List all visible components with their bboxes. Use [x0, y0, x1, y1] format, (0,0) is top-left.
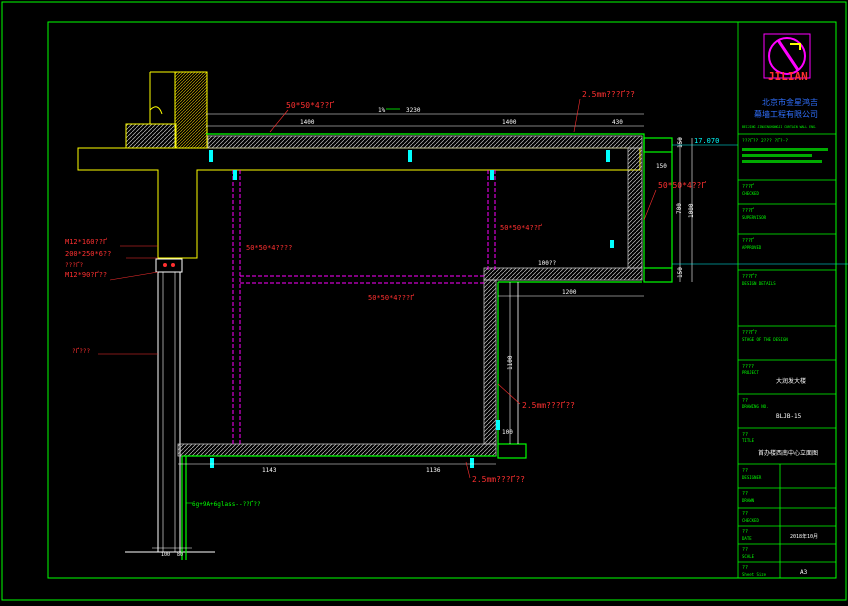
label-steel-left-vertical: 50*50*4????	[246, 244, 292, 252]
dim-vertical-100: 100	[502, 429, 513, 436]
small-sheet-label: ??	[742, 565, 748, 571]
row-project-value: 大润发大楼	[776, 377, 806, 385]
dim-right-3: 150	[677, 267, 684, 278]
row-drawing-sub: DRAWING NO.	[742, 404, 769, 409]
dim-vertical-1100: 1100	[507, 355, 514, 370]
row-title-label: ??	[742, 432, 748, 438]
dim-top-3: 430	[612, 119, 623, 126]
dim-bottom-left-1: 100	[161, 552, 170, 558]
row-checked-label: ???Ґ	[742, 183, 754, 190]
small-scale-sub: SCALE	[742, 554, 755, 559]
small-sheet-sub: Sheet Size	[742, 572, 767, 577]
dim-bottom-2: 1136	[426, 467, 441, 474]
dimension-lines	[152, 113, 693, 549]
cert-text: ???Ґ?? 2??? ?Ґ?-?	[742, 137, 788, 144]
small-designer-sub: DESIGNER	[742, 475, 762, 480]
dim-top-2: 1400	[502, 119, 517, 126]
label-slope: 1%	[378, 107, 386, 114]
logo-text: JILIAN	[768, 70, 808, 83]
bolt-annotations: M12*160??Ґ 200*250*6?? ???Ґ? M12*90?Ґ??	[65, 237, 159, 281]
small-scale-label: ??	[742, 547, 748, 553]
brackets	[209, 150, 614, 468]
dim-top-1: 1400	[300, 119, 315, 126]
dim-step-width: 1200	[562, 289, 577, 296]
label-steel-horizontal: 50*50*4???Ґ	[368, 293, 414, 302]
row-drawing-label: ??	[742, 398, 748, 404]
dim-top-total: 3230	[406, 107, 421, 114]
row-approved-label: ???Ґ	[742, 237, 754, 244]
label-step: 100??	[538, 260, 556, 267]
label-steel-center-vertical: 50*50*4??Ґ	[500, 223, 542, 232]
label-steel-top: 50*50*4??Ґ	[286, 100, 334, 110]
label-sheet-right: 2.5mm???Ґ??	[522, 400, 575, 410]
label-bolt-2: 200*250*6??	[65, 250, 111, 258]
company-en: BEIJING JINXINGHONGJI CURTAIN WALL ENG.	[742, 125, 817, 129]
label-elevation: 17.070	[694, 137, 719, 145]
dim-bottom-1: 1143	[262, 467, 277, 474]
label-glass: 6g+9A+6glass--??Ґ??	[192, 501, 261, 508]
inner-frame	[47, 21, 837, 579]
row-drawing-value: BLJB-15	[776, 413, 802, 420]
company-logo: JILIAN	[763, 33, 811, 83]
cladding-panels	[177, 135, 643, 457]
small-date-value: 2018年10月	[790, 533, 818, 540]
label-bolt-3: ???Ґ?	[65, 262, 83, 269]
dim-right-1: 150	[677, 137, 684, 148]
row-title-sub: TITLE	[742, 438, 755, 443]
row-approved-sub: APPROVED	[742, 245, 762, 250]
row-project-sub: PROJECT	[742, 370, 759, 375]
row-project-label: ????	[742, 364, 754, 370]
dim-right-2: 700	[676, 203, 683, 214]
small-drawn-sub: DRAWN	[742, 498, 755, 503]
steel-frame	[232, 170, 496, 444]
small-date-label: ??	[742, 529, 748, 535]
row-supervisor-sub: SUPERVISOR	[742, 215, 767, 220]
small-date-sub: DATE	[742, 536, 752, 541]
label-sheet-bottom: 2.5mm???Ґ??	[472, 474, 525, 484]
row-supervisor-label: ???Ґ	[742, 207, 754, 214]
small-sheet-value: A3	[800, 569, 808, 576]
dim-right-top-small: 150	[656, 163, 667, 170]
small-designer-label: ??	[742, 468, 748, 474]
row-details-label: ???Ґ?	[742, 273, 757, 280]
title-block	[737, 21, 837, 579]
label-bolt-4: M12*90?Ґ??	[65, 270, 107, 279]
dim-right-total: 1000	[688, 203, 695, 218]
company-line2: 幕墙工程有限公司	[754, 109, 818, 119]
label-bolt-1: M12*160??Ґ	[65, 237, 107, 246]
company-line1: 北京市金星鸿吉	[762, 97, 818, 107]
row-checked-sub: CHECKED	[742, 191, 759, 196]
row-details-sub: DESIGN DETAILS	[742, 281, 776, 286]
row-title-value: 首办楼西南中心立面图	[758, 449, 818, 457]
label-sheet-top: 2.5mm???Ґ??	[582, 89, 635, 99]
label-steel-right: 50*50*4??Ґ	[658, 180, 706, 190]
aluminium-sheet-lines	[181, 133, 673, 560]
label-column: ?Ґ???	[72, 348, 90, 355]
small-checked-label: ??	[742, 511, 748, 517]
existing-building	[77, 71, 641, 553]
small-drawn-label: ??	[742, 491, 748, 497]
small-checked-sub: CHECKED	[742, 518, 759, 523]
row-stage-label: ???Ґ?	[742, 329, 757, 336]
dim-bottom-left-2: 80	[177, 552, 183, 558]
row-stage-sub: STAGE OF THE DESIGN	[742, 337, 788, 342]
